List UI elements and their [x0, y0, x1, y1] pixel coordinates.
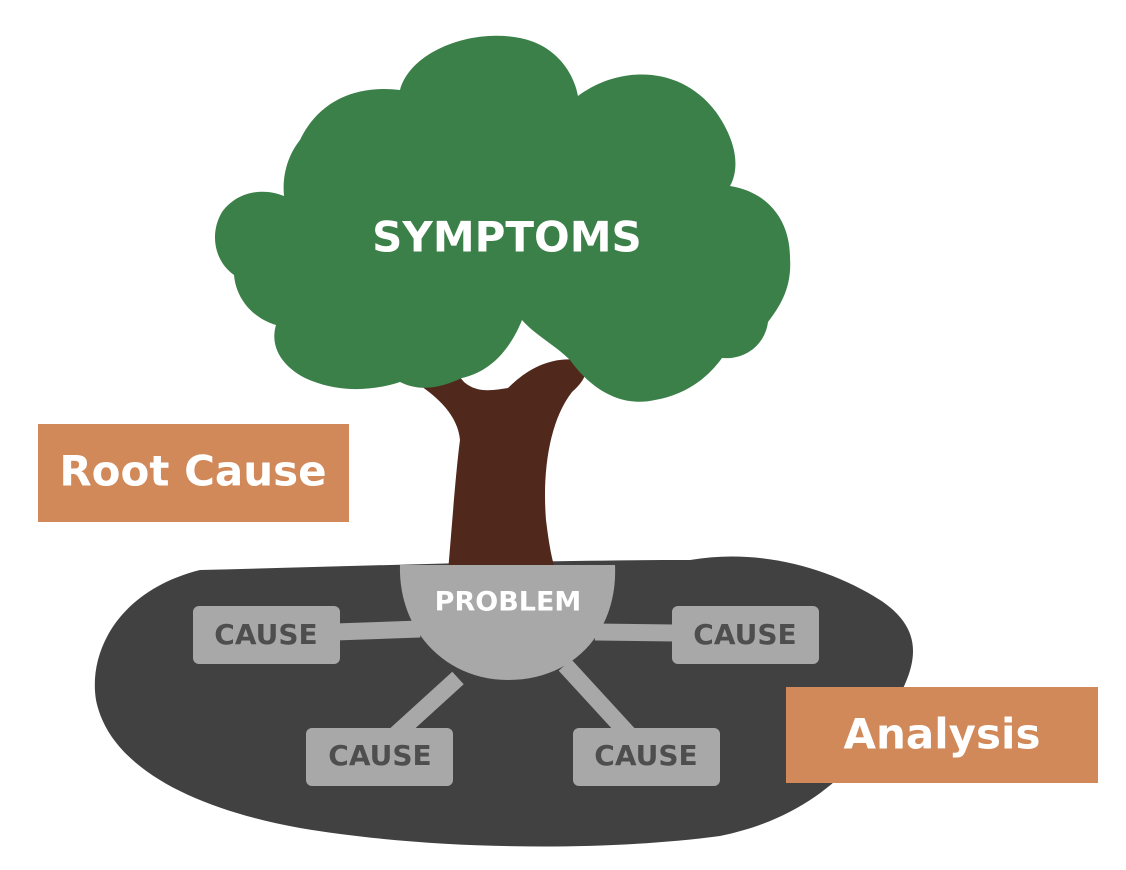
- problem-hub: [399, 565, 616, 680]
- cause-box-left: [193, 606, 340, 664]
- symptoms-label: SYMPTOMS: [372, 213, 642, 262]
- connector-left: [334, 620, 421, 641]
- cause-box-lower-right: [573, 728, 720, 786]
- problem-label: PROBLEM: [435, 587, 582, 618]
- cause-label-lower-left: CAUSE: [328, 739, 431, 772]
- analysis-label: Analysis: [844, 710, 1041, 759]
- cause-box-lower-left: [306, 728, 453, 786]
- connector-lower-right: [558, 659, 639, 744]
- analysis-box: [786, 687, 1098, 783]
- cause-label-right: CAUSE: [693, 618, 796, 651]
- root-cause-label: Root Cause: [59, 447, 326, 496]
- root-cause-box: [38, 424, 349, 522]
- tree-canopy: [214, 35, 791, 402]
- tree-trunk: [408, 359, 586, 572]
- cause-label-lower-right: CAUSE: [594, 739, 697, 772]
- connector-right: [594, 623, 676, 642]
- cause-box-right: [672, 606, 819, 664]
- cause-label-left: CAUSE: [214, 618, 317, 651]
